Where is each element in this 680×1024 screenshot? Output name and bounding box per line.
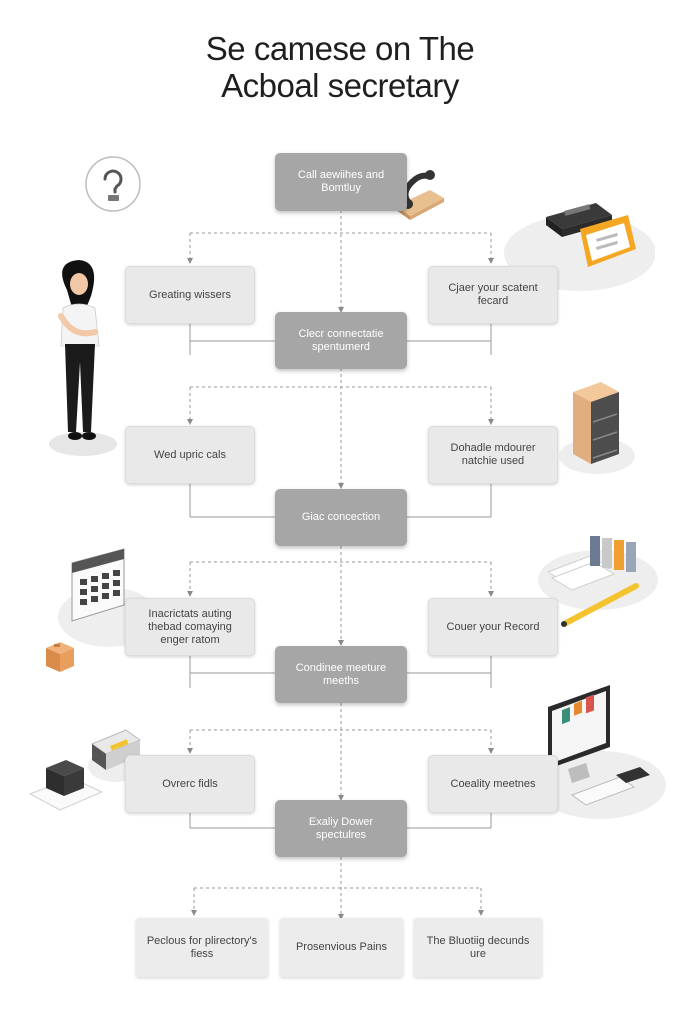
node-right-4[interactable]: Coeality meetnes xyxy=(428,755,558,813)
question-bulb-icon xyxy=(85,156,141,212)
node-center-1[interactable]: Call aewiihes and Bomtluy xyxy=(275,153,407,211)
node-left-2[interactable]: Wed upric cals xyxy=(125,426,255,484)
documents-pencil-icon xyxy=(538,536,658,627)
node-center-3[interactable]: Giac concection xyxy=(275,489,407,546)
node-left-1[interactable]: Greating wissers xyxy=(125,266,255,324)
computer-monitor-icon xyxy=(534,685,666,819)
file-cabinet-icon xyxy=(559,382,635,474)
node-center-5[interactable]: Exaliy Dower spectulres xyxy=(275,800,407,857)
node-right-1[interactable]: Cjaer your scatent fecard xyxy=(428,266,558,324)
node-bottom-1[interactable]: Peclous for plirectory's fiess xyxy=(136,918,268,977)
title-line-2: Acboal secretary xyxy=(221,67,459,104)
title-line-1: Se camese on The xyxy=(205,30,475,67)
node-bottom-2[interactable]: Prosenvious Pains xyxy=(280,918,403,977)
node-right-2[interactable]: Dohadle mdourer natchie used xyxy=(428,426,558,484)
node-center-2[interactable]: Clecr connectatie spentumerd xyxy=(275,312,407,369)
node-right-3[interactable]: Couer your Record xyxy=(428,598,558,656)
node-left-4[interactable]: Ovrerc fidls xyxy=(125,755,255,813)
secretary-person xyxy=(49,260,117,456)
page-title: Se camese on The Acboal secretary xyxy=(0,30,680,104)
node-bottom-3[interactable]: The Bluotiig decunds ure xyxy=(414,918,542,977)
node-left-3[interactable]: Inacrictats auting thebad comaying enger… xyxy=(125,598,255,656)
node-center-4[interactable]: Condinee meeture meeths xyxy=(275,646,407,703)
package-box-icon xyxy=(46,642,74,672)
